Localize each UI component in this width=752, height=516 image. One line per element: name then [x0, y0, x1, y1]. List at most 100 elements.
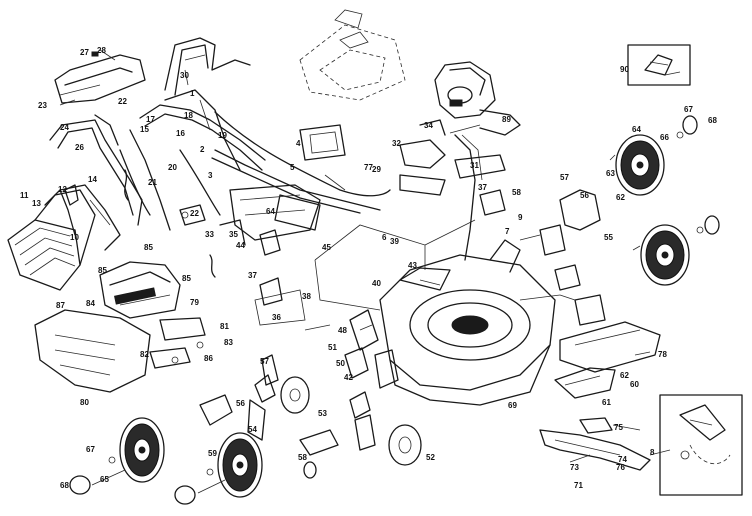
callout-label: 10: [70, 233, 79, 242]
callout-label: 64: [266, 207, 275, 216]
callout-label: 84: [86, 299, 95, 308]
callout-label: 85: [98, 266, 107, 275]
front-height-adjusters: [199, 354, 422, 479]
drive-shaft: [399, 134, 506, 261]
callout-label: 68: [708, 116, 717, 125]
callout-label: 59: [208, 449, 217, 458]
callout-label: 37: [478, 183, 487, 192]
callout-label: 4: [296, 139, 301, 148]
callout-label: 79: [190, 298, 199, 307]
center-bracket: [219, 184, 321, 256]
callout-label: 17: [146, 115, 155, 124]
callout-label: 9: [518, 213, 523, 222]
side-deflector: [554, 367, 616, 399]
callout-label: 12: [58, 185, 67, 194]
callout-label: 24: [60, 123, 69, 132]
callout-label: 78: [658, 350, 667, 359]
callout-label: 23: [38, 101, 47, 110]
callout-label: 43: [408, 261, 417, 270]
callout-label: 90: [620, 65, 629, 74]
callout-label: 66: [660, 133, 669, 142]
hinge-brackets: [149, 317, 206, 369]
upper-handle: [164, 37, 251, 96]
callout-label: 74: [618, 455, 627, 464]
callout-label: 85: [144, 243, 153, 252]
callout-label: 52: [426, 453, 435, 462]
handle-grip-assembly: [54, 51, 146, 104]
callout-label: 15: [140, 125, 149, 134]
callout-label: 13: [32, 199, 41, 208]
deck-outline-ghost: [314, 219, 476, 311]
front-wheel-left: [119, 417, 165, 483]
rear-door-assembly: [99, 261, 181, 319]
inset-box-detail: [659, 394, 743, 496]
callout-label: 68: [60, 481, 69, 490]
rear-skirt: [34, 309, 151, 393]
callout-label: 57: [260, 357, 269, 366]
callout-label: 36: [272, 313, 281, 322]
callout-label: 22: [190, 209, 199, 218]
callout-label: 29: [372, 165, 381, 174]
callout-label: 6: [382, 233, 387, 242]
front-wheel-caps: [69, 456, 226, 505]
spring-bracket-parts: [274, 119, 506, 231]
callout-label: 22: [118, 97, 127, 106]
callout-label: 39: [390, 237, 399, 246]
callout-label: 5: [290, 163, 295, 172]
callout-label: 28: [97, 46, 106, 55]
callout-label: 7: [505, 227, 510, 236]
callout-label: 53: [318, 409, 327, 418]
callout-label: 55: [604, 233, 613, 242]
callout-label: 86: [204, 354, 213, 363]
misc-springs: [64, 169, 216, 278]
callout-label: 75: [614, 423, 623, 432]
callout-label: 77: [364, 163, 373, 172]
callout-label: 45: [322, 243, 331, 252]
callout-label: 44: [236, 241, 245, 250]
control-bar: [211, 149, 381, 214]
callout-label: 30: [180, 71, 189, 80]
callout-label: 85: [182, 274, 191, 283]
callout-label: 48: [338, 326, 347, 335]
callout-label: 57: [560, 173, 569, 182]
grass-bag: [7, 189, 96, 291]
callout-label: 62: [616, 193, 625, 202]
callout-label: 14: [88, 175, 97, 184]
callout-label: 63: [606, 169, 615, 178]
callout-label: 67: [86, 445, 95, 454]
callout-label: 33: [205, 230, 214, 239]
callout-label: 20: [168, 163, 177, 172]
callout-label: 69: [508, 401, 517, 410]
callout-label: 11: [20, 191, 29, 200]
callout-label: 83: [224, 338, 233, 347]
callout-label: 87: [56, 301, 65, 310]
callout-label: 64: [632, 125, 641, 134]
callout-label: 58: [298, 453, 307, 462]
callout-label: 35: [229, 230, 238, 239]
callout-label: 21: [148, 178, 157, 187]
blade: [539, 417, 651, 471]
engine: [434, 61, 521, 136]
callout-label: 27: [80, 48, 89, 57]
callout-label: 38: [302, 292, 311, 301]
rear-baffle: [559, 321, 661, 373]
callout-label: 19: [218, 131, 227, 140]
callout-label: 81: [220, 322, 229, 331]
rear-wheel-upper: [615, 134, 665, 196]
callout-label: 76: [616, 463, 625, 472]
callout-label: 26: [75, 143, 84, 152]
callout-label: 65: [100, 475, 109, 484]
callout-label: 82: [140, 350, 149, 359]
callout-label: 1: [190, 89, 195, 98]
callout-label: 71: [574, 481, 583, 490]
control-cable: [119, 111, 391, 216]
leader-lines: [59, 49, 671, 463]
callout-label: 34: [424, 121, 433, 130]
callout-label: 37: [248, 271, 257, 280]
callout-label: 51: [328, 343, 337, 352]
rear-wheel-lower: [640, 224, 690, 286]
bracket-38: [254, 277, 306, 326]
callout-label: 60: [630, 380, 639, 389]
